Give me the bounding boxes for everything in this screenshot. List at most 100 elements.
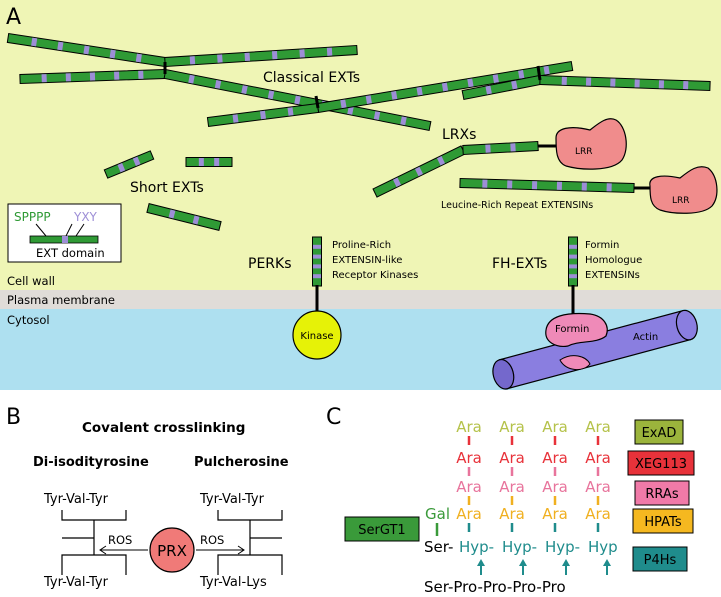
yxy-motif [492, 74, 499, 83]
lrr-label-2: LRR [672, 196, 690, 206]
ext-rod-segment [6, 32, 167, 68]
yxy-motif [347, 105, 354, 115]
yxy-motif [41, 74, 47, 83]
arabinose-unit: Ara [499, 478, 525, 496]
arabinose-unit: Ara [499, 418, 525, 436]
yxy-motif [482, 179, 488, 188]
yxy-motif [400, 116, 407, 126]
yxy-motif [569, 254, 577, 259]
yxy-motif [467, 78, 474, 88]
panel-b: B Covalent crosslinking Di-isodityrosine… [6, 405, 289, 590]
rras-box [634, 480, 690, 506]
left-crosslink-bracket [61, 510, 127, 575]
legend-yxy: YXY [73, 210, 98, 224]
sergt1-label: SerGT1 [358, 523, 405, 538]
crosslinking-title: Covalent crosslinking [82, 420, 245, 436]
hpats-box [632, 508, 694, 534]
exad-label: ExAD [642, 426, 677, 441]
fh-desc-3: EXTENSINs [585, 270, 640, 281]
yxy-motif [556, 181, 563, 190]
hyp-2: Hyp- [502, 538, 537, 556]
ext-rod-segment [539, 74, 711, 92]
yxy-motif [287, 107, 294, 116]
yxy-motif [441, 82, 449, 92]
ser-label: Ser- [424, 538, 453, 556]
arabinose-unit: Ara [456, 505, 482, 523]
fh-desc-2: Homologue [585, 255, 642, 266]
crosslink [314, 95, 320, 109]
panel-a: A Classical EXTs Short EXTs LRXs LRR LRR… [0, 0, 721, 390]
hyp-3: Hyp- [545, 538, 580, 556]
arabinose-unit: Ara [542, 449, 568, 467]
yxy-motif [299, 49, 305, 58]
arabinose-unit: Ara [585, 478, 611, 496]
fh-exts-label: FH-EXTs [492, 256, 547, 272]
yxy-motif [507, 180, 513, 189]
actin-filament [492, 309, 698, 390]
yxy-motif [83, 45, 90, 55]
ext-rod-segment [146, 203, 222, 231]
ext-rods [6, 32, 711, 231]
lrr-domain-1 [555, 118, 627, 170]
arabinose-unit: Ara [585, 418, 611, 436]
yxy-motif [241, 85, 248, 95]
ext-legend-box [7, 203, 122, 263]
yxy-motif [531, 181, 538, 190]
yxy-motif [606, 183, 612, 192]
yxy-motif [188, 74, 195, 84]
hpats-label: HPATs [644, 515, 681, 530]
b-bottom-left: Tyr-Val-Tyr [43, 575, 109, 590]
kinase-domain [292, 310, 342, 360]
b-bottom-right: Tyr-Val-Lys [199, 575, 267, 590]
yxy-motif [365, 95, 372, 104]
hyp-1: Hyp- [459, 538, 494, 556]
ros-left: ROS [108, 533, 132, 547]
yxy-motif [543, 65, 550, 75]
gal-label: Gal [425, 505, 450, 523]
yxy-motif [117, 163, 126, 173]
xeg113-label: XEG113 [635, 457, 687, 472]
yxy-motif [585, 77, 592, 86]
arabinose-unit: Ara [542, 418, 568, 436]
hyp-4: Hyp [588, 538, 618, 556]
yxy-motif [581, 182, 587, 191]
yxy-motif [313, 264, 321, 269]
lrxs-label: LRXs [442, 127, 476, 143]
up-arrow-head [603, 559, 611, 566]
plasma-membrane-band [0, 290, 721, 309]
yxy-motif [260, 110, 266, 120]
p4hs-label: P4Hs [644, 553, 677, 568]
arabinose-unit: Ara [456, 449, 482, 467]
perks-desc-1: Proline-Rich [332, 240, 391, 251]
fh-desc-1: Formin [585, 240, 619, 251]
formin-lower [559, 355, 591, 370]
yxy-motif [31, 37, 38, 47]
cell-wall-label: Cell wall [7, 274, 55, 288]
perks-desc-3: Receptor Kinases [332, 270, 418, 281]
yxy-motif [485, 85, 492, 95]
arabinose-unit: Ara [456, 478, 482, 496]
perks-label: PERKs [248, 256, 292, 272]
yxy-motif [313, 274, 321, 279]
yxy-motif [634, 79, 640, 88]
peptide-sequence: Ser-Pro-Pro-Pro-Pro [424, 578, 566, 596]
yxy-motif [114, 71, 120, 80]
ext-rod-segment [316, 60, 574, 114]
yxy-motif [168, 209, 176, 219]
perks-desc-2: EXTENSIN-like [332, 255, 402, 266]
yxy-motif [192, 215, 200, 225]
lrr-label-1: LRR [575, 147, 593, 157]
yxy-motif [198, 158, 204, 166]
legend-pointer [75, 223, 85, 237]
arabinose-unit: Ara [542, 478, 568, 496]
yxy-motif [294, 95, 301, 105]
yxy-motif [436, 156, 446, 166]
ros-arrow-right [196, 545, 245, 555]
legend-pointer [65, 223, 73, 237]
yxy-motif [392, 177, 402, 187]
p4hs-box [632, 546, 688, 572]
cytosol-label: Cytosol [7, 313, 50, 327]
yxy-motif [518, 70, 525, 79]
yxy-motif [326, 47, 333, 56]
yxy-motif [683, 81, 689, 90]
